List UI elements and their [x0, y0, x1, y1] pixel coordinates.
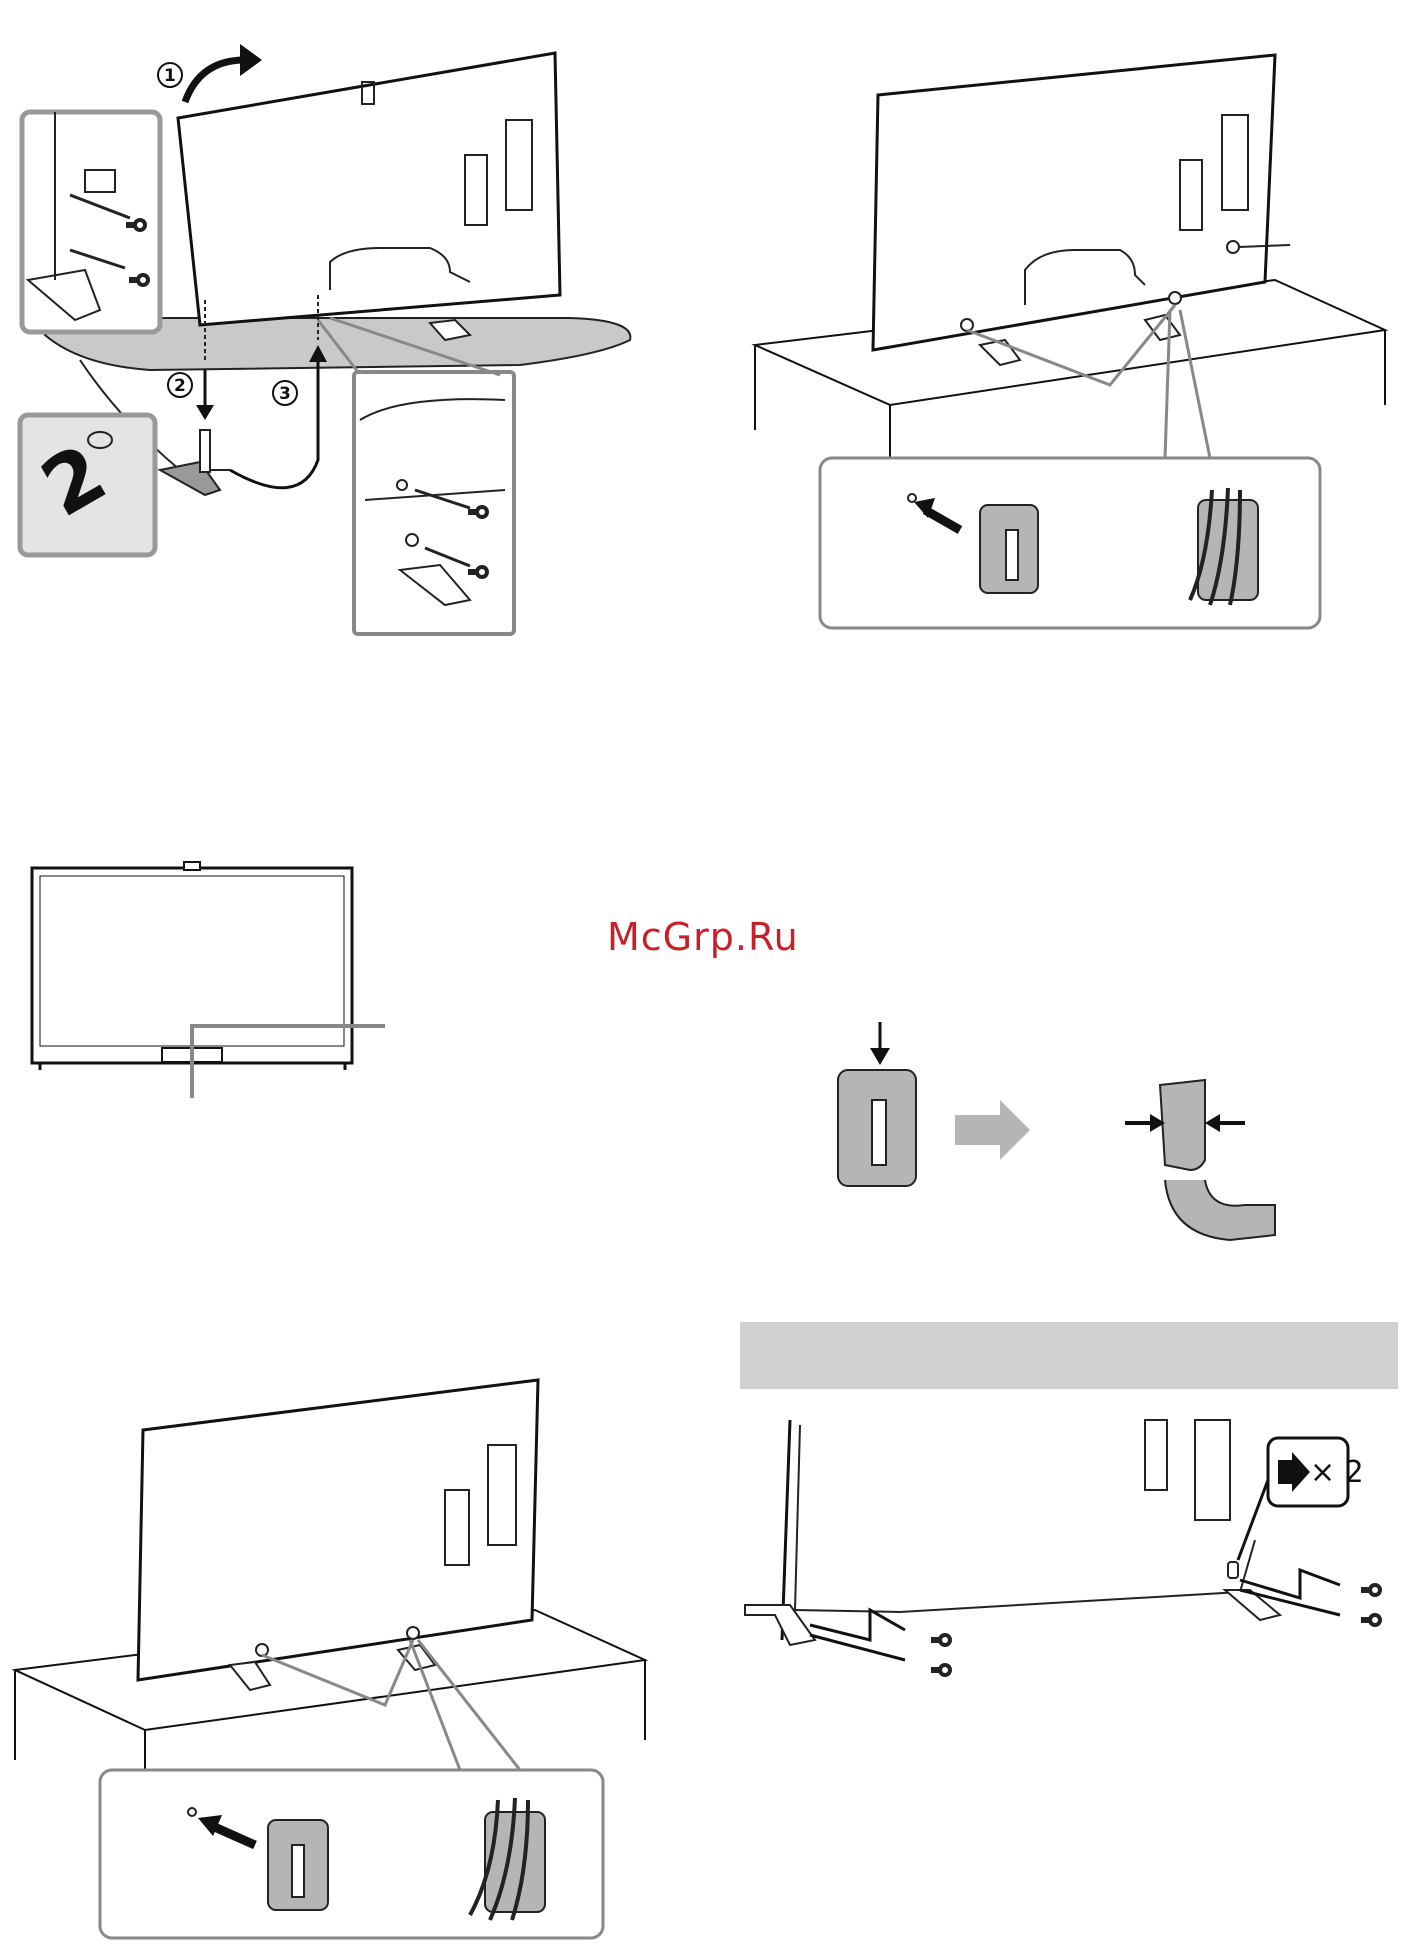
screw-count-text: × 2 [1310, 1455, 1364, 1490]
hole-marker [1227, 241, 1239, 253]
hole-marker [256, 1644, 268, 1656]
step-3-number: 3 [279, 384, 291, 404]
section-header-bar [740, 1322, 1398, 1389]
figure-holder-release [838, 1022, 1275, 1240]
down-arrow-icon [870, 1048, 890, 1065]
next-step-arrow-icon [955, 1100, 1030, 1160]
squeeze-arrow-right-icon [1205, 1114, 1220, 1132]
hole-marker [1169, 292, 1181, 304]
holder-open-icon [1160, 1080, 1205, 1170]
figure-cable-holder-top [755, 55, 1385, 628]
step-2-number: 2 [174, 376, 186, 396]
hole-marker [407, 1627, 419, 1639]
curve-arrow-icon [230, 360, 318, 488]
rotate-arrow-icon [185, 60, 245, 102]
hole-marker [961, 319, 973, 331]
tv-back-panel [178, 53, 560, 325]
figure-stand-removal: 1 2 3 2 [20, 44, 630, 634]
figure-tv-front [32, 862, 385, 1098]
step-1-number: 1 [164, 66, 176, 86]
figure-wall-mount-screws: × 2 [745, 1420, 1382, 1677]
camera-icon [184, 862, 200, 870]
down-arrow-icon [196, 405, 214, 420]
figure-cable-holder-bottom [15, 1380, 645, 1938]
